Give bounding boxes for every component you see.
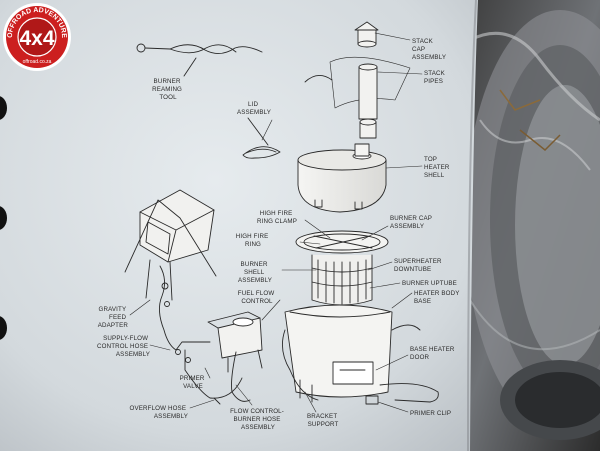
label-primer-valve: PRIMER VALVE [180, 375, 207, 390]
hoses-drawing [175, 329, 319, 405]
label-overflow-hose-assembly: OVERFLOW HOSE ASSEMBLY [130, 405, 189, 420]
burner-reaming-tool-drawing [136, 43, 263, 77]
label-heater-body-base: HEATER BODY BASE [414, 290, 461, 305]
label-flow-control-burner-hose-assembly: FLOW CONTROL- BURNER HOSE ASSEMBLY [230, 408, 286, 431]
label-gravity-feed-adapter: GRAVITY FEED ADAPTER [98, 306, 129, 329]
label-supply-flow-control-hose-assembly: SUPPLY-FLOW CONTROL HOSE ASSEMBLY [97, 335, 150, 358]
label-burner-uptube: BURNER UPTUBE [402, 280, 457, 287]
label-superheater-downtube: SUPERHEATER DOWNTUBE [394, 258, 443, 273]
part-labels: BURNER REAMING TOOL STACK CAP ASSEMBLY S… [97, 38, 461, 431]
label-fuel-flow-control: FUEL FLOW CONTROL [238, 290, 276, 305]
label-top-heater-shell: TOP HEATER SHELL [424, 156, 451, 179]
heater-body-base-drawing [284, 304, 439, 405]
stack-assembly-drawing [304, 21, 411, 139]
logo-mark: 4x4 [19, 27, 54, 50]
label-primer-clip: PRIMER CLIP [410, 410, 451, 417]
label-base-heater-door: BASE HEATER DOOR [410, 346, 456, 361]
label-high-fire-ring: HIGH FIRE RING [236, 233, 271, 248]
label-stack-pipes: STACK PIPES [424, 70, 447, 85]
binder-holes [0, 96, 7, 340]
label-burner-cap-assembly: BURNER CAP ASSEMBLY [390, 215, 434, 230]
label-high-fire-ring-clamp: HIGH FIRE RING CLAMP [257, 210, 297, 225]
lid-assembly-drawing [242, 117, 281, 159]
fuel-flow-control-drawing [207, 311, 263, 373]
gravity-feed-adapter-drawing [124, 189, 217, 351]
background-objects [455, 0, 600, 451]
label-lid-assembly: LID ASSEMBLY [237, 101, 271, 116]
label-stack-cap-assembly: STACK CAP ASSEMBLY [412, 38, 446, 61]
logo-url: offroad.co.za [23, 59, 52, 65]
top-heater-shell-drawing [297, 143, 387, 213]
leader-lines [129, 32, 423, 413]
label-burner-reaming-tool: BURNER REAMING TOOL [152, 78, 184, 101]
offroad-adventure-logo: OFFROAD ADVENTURE 4x4 offroad.co.za [3, 3, 71, 71]
burner-shell-assembly-drawing [295, 230, 389, 306]
label-burner-shell-assembly: BURNER SHELL ASSEMBLY [238, 261, 272, 284]
label-bracket-support: BRACKET SUPPORT [307, 413, 339, 428]
